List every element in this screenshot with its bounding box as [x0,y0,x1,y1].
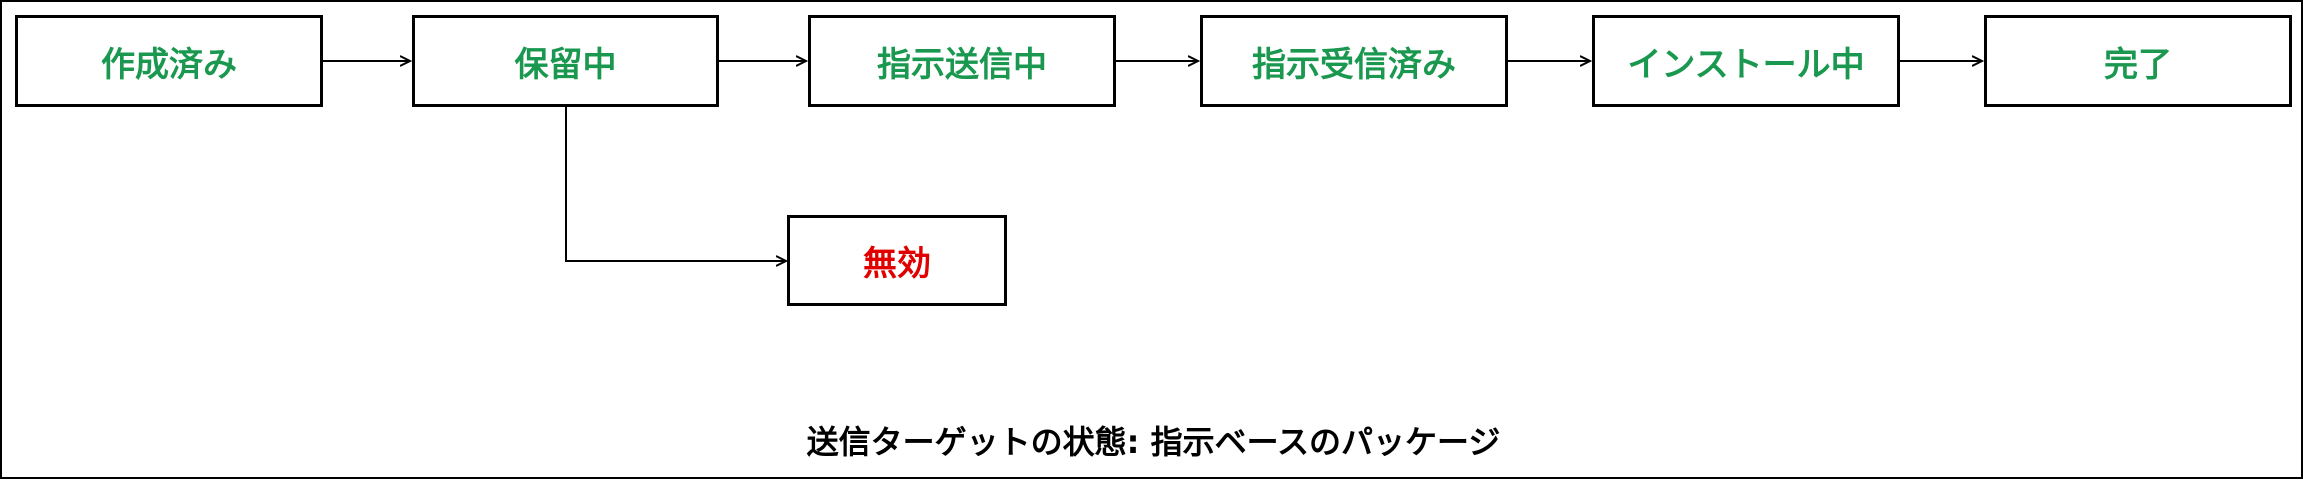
state-pending: 保留中 [412,15,719,107]
state-instruction-received: 指示受信済み [1200,15,1508,107]
state-completed: 完了 [1984,15,2292,107]
state-invalid: 無効 [787,215,1007,306]
arrow-pending-to-invalid [565,106,786,261]
state-created: 作成済み [15,15,323,107]
diagram-caption: 送信ターゲットの状態: 指示ベースのパッケージ [806,423,1501,461]
state-sending-instruction: 指示送信中 [808,15,1116,107]
state-installing: インストール中 [1592,15,1900,107]
